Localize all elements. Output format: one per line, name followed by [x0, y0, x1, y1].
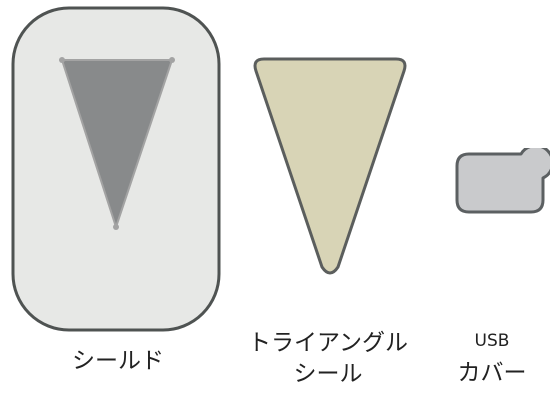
triangle-seal-label-line1: トライアングル [247, 330, 409, 356]
triangle-seal-illustration [253, 57, 407, 275]
usb-cover-shape [455, 148, 550, 214]
usb-cover-label-line1: USB [474, 331, 510, 351]
triangle-seal-label-line2: シール [293, 361, 363, 387]
triangle-seal-label: トライアングル シール [228, 328, 428, 390]
usb-cover-label-line2: カバー [457, 360, 527, 386]
shield-triangle-dot-left [59, 57, 65, 63]
shield-triangle-mark [61, 59, 173, 228]
shield-triangle-dot-bottom [113, 224, 119, 230]
shield-triangle-dot-right [169, 57, 175, 63]
usb-cover-illustration [455, 148, 550, 214]
triangle-seal-shape [253, 57, 407, 275]
shield-illustration [11, 6, 221, 332]
usb-cover-label: USB カバー [432, 328, 550, 389]
shield-label-text: シールド [72, 348, 164, 374]
shield-label: シールド [28, 346, 208, 377]
